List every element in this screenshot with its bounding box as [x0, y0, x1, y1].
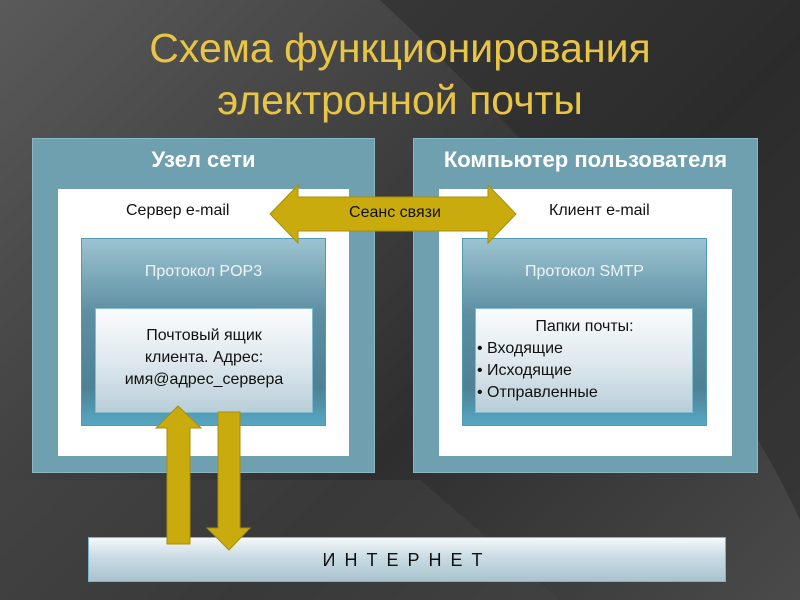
client-label: Клиент e-mail: [549, 202, 650, 219]
title-line-2: электронной почты: [217, 77, 583, 123]
network-node-box: Узел сети Сервер e-mail Протокол POP3 По…: [32, 138, 375, 473]
pop3-box: Протокол POP3 Почтовый ящик клиента. Адр…: [81, 238, 326, 426]
user-computer-heading: Компьютер пользователя: [443, 147, 728, 172]
server-label: Сервер e-mail: [126, 202, 230, 219]
network-node-heading: Узел сети: [151, 147, 256, 172]
folders-title: Папки почты:: [535, 318, 634, 335]
folders-box: Папки почты: • Входящие • Исходящие • От…: [475, 308, 693, 413]
mailbox-line: Почтовый ящик: [146, 327, 262, 344]
slide-title: Схема функционирования электронной почты: [0, 22, 800, 126]
mailbox-line: имя@адрес_сервера: [124, 371, 284, 388]
folder-item: • Исходящие: [477, 362, 572, 379]
up-arrow: [154, 405, 203, 545]
mailbox-box: Почтовый ящик клиента. Адрес: имя@адрес_…: [95, 308, 313, 413]
title-line-1: Схема функционирования: [149, 25, 651, 71]
server-box: Сервер e-mail Протокол POP3 Почтовый ящи…: [58, 189, 349, 456]
mailbox-line: клиента. Адрес:: [144, 349, 264, 366]
session-label: Сеанс связи: [349, 204, 441, 221]
down-arrow: [205, 411, 252, 551]
folder-item: • Отправленные: [477, 384, 598, 401]
folder-item: • Входящие: [477, 340, 563, 357]
smtp-box: Протокол SMTP Папки почты: • Входящие • …: [462, 238, 707, 426]
internet-bar: ИНТЕРНЕТ: [88, 537, 726, 582]
session-double-arrow: [269, 183, 517, 245]
user-computer-box: Компьютер пользователя Клиент e-mail Про…: [413, 138, 758, 473]
smtp-label: Протокол SMTP: [525, 263, 644, 280]
pop3-label: Протокол POP3: [144, 263, 263, 280]
